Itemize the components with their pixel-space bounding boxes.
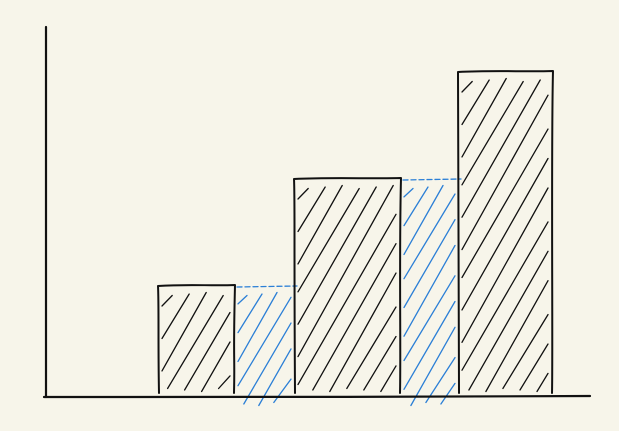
bar-hatch-line [461,80,473,93]
bar-hatch-line [461,187,549,343]
bar-hatch-line [217,375,231,390]
bar-hatch-line [536,372,549,393]
water-hatch-line [403,187,414,198]
water-hatch-line [273,378,292,404]
bar-hatch-line [297,186,377,325]
water-hatch-line [410,326,456,407]
water-layer [236,178,462,407]
bar-hatch-line [297,184,343,265]
bar [157,284,236,394]
water-hatch-line [403,193,456,280]
bar-outline [157,284,236,394]
bar-hatch-line [297,186,326,233]
bar-hatch-line [485,280,549,393]
bar-hatch-line [461,128,549,279]
water-hatch-line [237,296,292,387]
bar-hatch-line [461,157,549,311]
bar-hatch-line [297,213,397,386]
water-surface [402,178,462,181]
water-hatch-line [237,291,278,363]
water-hatch-line [403,219,456,309]
bar-hatch-line [461,94,549,251]
bar-hatch-line [502,313,549,390]
water-region [402,178,462,407]
water-hatch-line [237,294,248,305]
bar-hatch-line [461,77,507,158]
bar-hatch-line [461,221,549,371]
bar-hatch-line [312,243,397,391]
water-hatch-line [425,356,456,404]
bar-hatch-line [329,272,397,393]
axes [42,25,592,399]
bar-hatch-line [346,306,397,390]
bar [457,70,554,394]
bar-outline [457,70,554,394]
water-region [236,285,298,407]
bar [293,177,402,394]
bar-hatch-line [380,365,397,393]
bar-hatch-line [461,79,490,126]
bar-hatch-line [468,250,549,391]
bar-hatch-line [519,343,549,391]
bar-hatch-line [363,335,397,391]
bar-hatch-line [161,293,190,340]
bar-hatch-line [183,311,231,391]
water-surface [236,285,298,288]
bar-hatch-line [461,79,541,218]
water-hatch-line [403,186,429,227]
water-hatch-line [403,184,444,256]
bar-outline [293,177,402,394]
water-hatch-line [237,293,263,334]
bar-hatch-line [297,187,360,293]
bars-layer [157,70,554,394]
water-hatch-line [440,382,456,405]
water-hatch-line [403,300,456,390]
bar-hatch-line [161,294,173,307]
bar-hatch-line [161,291,207,372]
water-hatch-line [243,322,292,405]
water-hatch-line [403,244,456,337]
water-hatch-line [403,275,456,362]
bar-hatch-line [166,294,224,390]
bar-hatch-line [200,341,231,393]
bar-hatch-line [461,80,524,186]
bar-hatch-line [297,184,394,358]
bar-hatch-line [297,187,309,200]
x-axis [42,394,592,399]
